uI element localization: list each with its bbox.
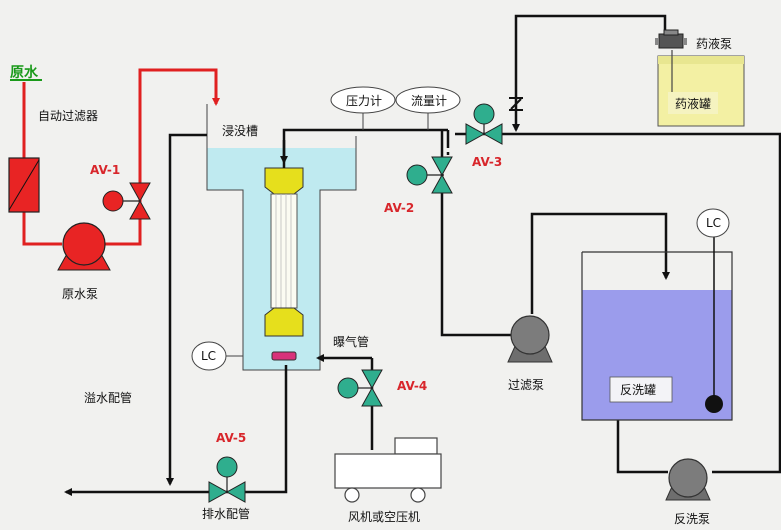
- raw-water-label: 原水: [10, 64, 39, 81]
- av5-valve[interactable]: [208, 456, 246, 503]
- av3-valve[interactable]: [465, 103, 503, 145]
- av2-label: AV-2: [384, 201, 414, 215]
- backwash-tank: [581, 251, 733, 421]
- blower: [334, 437, 442, 503]
- membrane-module: [264, 167, 304, 337]
- chemical-tank: [657, 50, 745, 127]
- filter-pump: [507, 315, 553, 363]
- process-lines: [64, 14, 781, 496]
- aeration-element: [271, 351, 297, 361]
- chem-pump-label: 药液泵: [696, 36, 732, 51]
- raw-pump: [57, 222, 111, 271]
- flow-meter: [395, 86, 461, 130]
- lc-left-indicator: [191, 341, 243, 371]
- chem-tank-label: 药液罐: [675, 96, 711, 111]
- backwash-pump: [665, 458, 711, 501]
- av4-label: AV-4: [397, 379, 427, 393]
- av1-label: AV-1: [90, 163, 120, 177]
- av3-label: AV-3: [472, 155, 502, 169]
- overflow-pipe-label: 溢水配管: [84, 390, 132, 405]
- lc-right-label: LC: [706, 216, 721, 230]
- lc-right-indicator: [696, 208, 730, 413]
- pressure-gauge: [330, 86, 396, 130]
- filter-pump-label: 过滤泵: [508, 378, 544, 392]
- backwash-tank-label: 反洗罐: [620, 383, 656, 397]
- av5-label: AV-5: [216, 431, 246, 445]
- aeration-pipe-label: 曝气管: [333, 334, 369, 349]
- backwash-pump-label: 反洗泵: [674, 512, 710, 526]
- auto-filter: [8, 157, 40, 213]
- auto-filter-label: 自动过滤器: [38, 109, 98, 123]
- pressure-gauge-label: 压力计: [346, 94, 382, 108]
- drain-pipe-label: 排水配管: [202, 506, 250, 521]
- raw-pump-label: 原水泵: [62, 287, 98, 301]
- lc-left-label: LC: [201, 349, 216, 363]
- av4-valve[interactable]: [337, 369, 383, 407]
- check-valve: [509, 97, 523, 111]
- flow-meter-label: 流量计: [411, 94, 447, 108]
- av1-valve[interactable]: [102, 182, 151, 220]
- immersion-tank-label: 浸没槽: [222, 123, 258, 138]
- raw-water-line: [22, 68, 220, 246]
- chemical-pump: [655, 29, 687, 49]
- av2-valve[interactable]: [406, 156, 453, 194]
- blower-label: 风机或空压机: [348, 510, 420, 524]
